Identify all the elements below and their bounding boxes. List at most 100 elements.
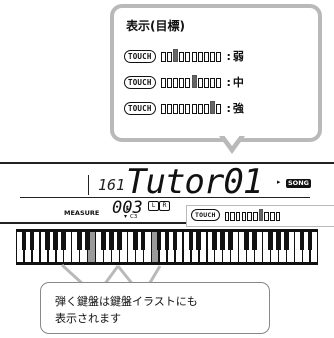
meter-segment <box>216 78 222 88</box>
callout-line-2: 表示されます <box>55 312 121 325</box>
white-key <box>159 232 167 262</box>
white-key <box>239 232 246 262</box>
white-key <box>80 232 87 262</box>
white-key <box>151 232 159 262</box>
meter-segment <box>160 52 166 62</box>
meter-segment <box>166 78 172 88</box>
black-key <box>220 232 225 250</box>
black-key <box>283 232 289 250</box>
black-key <box>45 232 51 250</box>
callout-line-1: 弾く鍵盤は鍵盤イラストにも <box>55 295 198 308</box>
level-label-strong: 強 <box>232 102 244 115</box>
white-key <box>136 232 143 262</box>
black-key <box>212 232 217 250</box>
note-marker-icon: ▾ <box>124 213 128 220</box>
black-key <box>101 232 106 250</box>
touch-meter <box>224 209 282 221</box>
level-separator: : <box>226 101 231 115</box>
meter-segment <box>160 78 166 88</box>
meter-segment <box>230 212 235 221</box>
meter-segment <box>179 52 185 62</box>
touch-chip: TOUCH <box>124 101 156 115</box>
meter-segment <box>197 52 203 62</box>
meter-segment <box>191 52 197 62</box>
white-key <box>223 232 230 262</box>
black-key <box>21 232 27 250</box>
black-key <box>172 232 178 250</box>
left-hand-indicator: L <box>148 201 159 211</box>
black-key <box>196 232 202 250</box>
meter-segment <box>172 49 178 62</box>
white-key <box>191 232 199 262</box>
touch-display-box: TOUCH <box>186 205 334 227</box>
touch-meter <box>160 101 223 114</box>
meter-segment <box>210 101 216 114</box>
meter-segment <box>197 104 203 114</box>
touch-chip: TOUCH <box>124 49 156 63</box>
black-key <box>268 232 273 250</box>
white-key <box>247 232 254 262</box>
meter-segment <box>264 212 269 221</box>
song-name: Tutor01 <box>126 162 263 202</box>
meter-segment <box>216 104 222 114</box>
meter-segment <box>179 78 185 88</box>
meter-segment <box>166 104 172 114</box>
meter-segment <box>247 212 252 221</box>
callout-title: 表示(目標) <box>126 19 185 33</box>
white-key <box>48 232 56 262</box>
meter-segment <box>270 212 275 221</box>
meter-segment <box>275 212 281 221</box>
black-key <box>156 232 162 250</box>
meter-segment <box>185 104 191 114</box>
meter-segment <box>172 78 178 88</box>
black-key <box>275 232 281 250</box>
white-key <box>310 232 318 262</box>
black-key <box>164 232 170 250</box>
lcd-divider <box>88 175 89 195</box>
white-key <box>255 232 262 262</box>
meter-segment <box>203 52 209 62</box>
white-key <box>167 232 175 262</box>
meter-segment <box>191 104 197 114</box>
song-number: 161 <box>98 176 126 194</box>
meter-segment <box>210 78 216 88</box>
right-hand-indicator: R <box>159 201 170 211</box>
white-key <box>279 232 286 262</box>
meter-segment <box>172 104 178 114</box>
touch-chip: TOUCH <box>124 75 156 89</box>
white-key <box>207 232 215 262</box>
play-arrow-icon: ➤ <box>125 206 131 213</box>
level-label-medium: 中 <box>232 76 244 89</box>
white-key <box>56 232 64 262</box>
white-key <box>271 232 278 262</box>
meter-segment <box>185 52 191 62</box>
touch-chip: TOUCH <box>191 209 220 221</box>
level-separator: : <box>226 49 231 63</box>
white-key <box>104 232 111 262</box>
white-key <box>32 232 40 262</box>
touch-level-callout: 表示(目標) TOUCH : 弱 TOUCH : 中 TOUCH : 強 <box>110 4 322 142</box>
white-key <box>143 232 151 262</box>
meter-segment <box>166 52 172 62</box>
white-key <box>175 232 183 262</box>
white-key <box>294 232 302 262</box>
touch-row-weak: TOUCH : 弱 <box>124 46 244 66</box>
white-key <box>40 232 48 262</box>
white-key <box>287 232 294 262</box>
white-key <box>199 232 207 262</box>
white-key <box>263 232 270 262</box>
touch-meter <box>160 49 223 62</box>
black-key <box>117 232 122 250</box>
measure-label: MEASURE <box>64 209 100 217</box>
black-key <box>85 232 90 250</box>
white-key <box>183 232 191 262</box>
white-key <box>24 232 32 262</box>
lcd-bottom-border <box>0 222 334 224</box>
touch-row-medium: TOUCH : 中 <box>124 72 244 92</box>
black-key <box>29 232 35 250</box>
touch-row-strong: TOUCH : 強 <box>124 98 244 118</box>
meter-segment <box>258 209 264 221</box>
black-key <box>140 232 146 250</box>
white-key <box>16 232 24 262</box>
keyboard-illustration <box>16 229 318 265</box>
